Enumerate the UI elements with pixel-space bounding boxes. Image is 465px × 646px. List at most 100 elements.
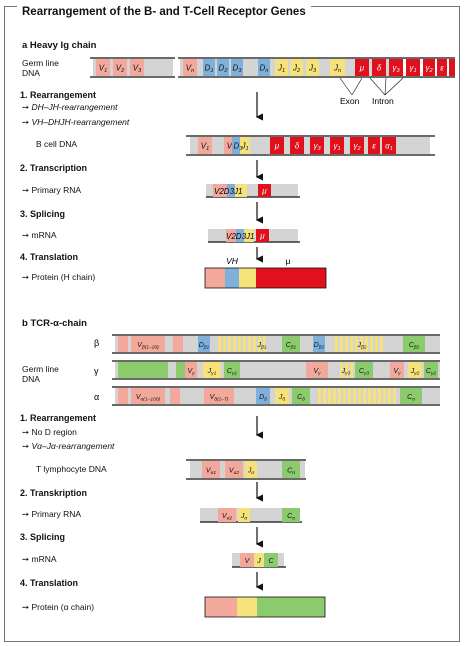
tcell-dna-label: T lymphocyte DNA [36,464,107,474]
mrna-b-c-label: C [268,558,274,565]
tcell-va1-label: Vα1 [206,468,216,477]
mrna-b-j [254,553,264,567]
alpha-v-label: Vα(1–100) [136,394,161,403]
gamma-c1 [224,362,240,378]
mrna-mu-label: μ [259,232,265,241]
protein-a-v [205,597,237,617]
mrna-mu [256,229,269,242]
beta-c2 [403,336,425,352]
intron-pointer-3 [384,77,404,96]
seg-vn [183,59,197,76]
dj-rearrangement: ➙ DH–JH-rearrangement [22,102,118,112]
gamma-v-green2 [176,362,186,378]
rna-d3 [227,184,235,197]
beta-d2-label: Dβ2 [314,342,325,351]
gamma-j3-0 [340,362,343,378]
seg-j3-label: J3 [308,64,317,75]
seg-v2 [113,59,127,76]
seg-v1 [96,59,110,76]
mrna-j1 [244,229,254,242]
step-translation: 4. Translation [20,252,79,262]
beta-j2-10 [345,336,348,352]
panel-b-heading: b TCR-α-chain [22,318,87,329]
alpha-ja-60 [378,388,381,404]
alpha-label: α [94,392,99,402]
step-splicing: 3. Splicing [20,209,66,219]
beta-j2-40 [375,336,378,352]
seg-d1 [203,59,215,76]
alpha-v-b [170,388,180,404]
protein-h-v [205,268,225,288]
bcell-v1-label: V1 [201,142,209,153]
seg-v1-label: V1 [99,64,107,75]
rna-v2 [213,184,227,197]
mrna-b-v [240,553,254,567]
seg-delta-label: δ [377,64,382,73]
bcell-g3-label: γ3 [313,142,321,153]
germline-label-2: DNA [22,68,40,78]
alpha-ja-70 [388,388,391,404]
gamma-v1-label: Vγ [187,368,195,377]
step-translation-b: 4. Translation [20,578,79,588]
rna-b-ca-label: Cα [287,513,295,522]
protein-h-d [225,268,239,288]
bcell-a1-label: α1 [385,142,393,153]
bcell-mu-label: μ [274,142,280,151]
step-rearrangement-b: 1. Rearrangement [20,413,97,423]
seg-g3 [389,59,403,76]
mrna-label: ➙ mRNA [22,230,57,240]
seg-j3 [306,59,319,76]
exon-pointer-2 [351,77,363,96]
tcell-ja [245,461,257,478]
protein-a-j [237,597,257,617]
beta-d2 [313,336,325,352]
gamma-j1-label: Jγ1 [207,368,217,377]
alpha-ja-45 [363,388,366,404]
seg-d2-label: D2 [219,64,229,75]
beta-j2-35 [370,336,373,352]
seg-g3-label: γ3 [392,64,400,75]
step-rearrangement: 1. Rearrangement [20,90,97,100]
protein-mu-label: μ [286,256,291,266]
bcell-g1 [330,137,344,154]
beta-j2-label: Jβ2 [356,342,366,351]
gamma-j2 [408,362,422,378]
seg-delta [372,59,386,76]
seg-dn-label: Dn [260,64,269,75]
gamma-v2-label: Vγ [313,368,321,377]
seg-d2 [217,59,229,76]
rna-mu-label: μ [261,187,267,196]
alpha-jd-label: Jδ [278,394,286,403]
germline-label: Germ line [22,58,59,68]
bcell-mu [270,137,284,154]
seg-jn [330,59,345,76]
beta-j2-20 [355,336,358,352]
gamma-v3-label: Vγ [393,368,401,377]
gamma-c2 [424,362,438,378]
tcell-ja-label: Jα [247,468,255,477]
alpha-ja-25 [343,388,346,404]
beta-j2-30 [365,336,368,352]
alpha-dd-label: Dδ [259,394,267,403]
beta-j2-5 [340,336,343,352]
mrna-label-b: ➙ mRNA [22,554,57,564]
seg-v2-label: V2 [116,64,125,75]
alpha-vd-label: Vδ(1–7) [210,394,229,403]
no-d-region: ➙ No D region [22,427,77,437]
beta-v-b [173,336,183,352]
seg-d3-label: D3 [233,64,243,75]
alpha-ja-0 [318,388,321,404]
mrna-vdj-label: V2D3J1 [226,232,254,241]
protein-alpha-label: ➙ Protein (α chain) [22,602,95,612]
gamma-j3-label: Jγ3 [341,368,351,377]
seg-g1 [406,59,420,76]
alpha-cd [292,388,310,404]
va-ja-rearrangement: ➙ Vα–Jα-rearrangement [22,441,115,451]
mrna-v2 [226,229,236,242]
gamma-j2-label: Jγ2 [410,368,420,377]
alpha-ja-5 [323,388,326,404]
alpha-ca-label: Cα [407,394,415,403]
seg-g2-label: γ2 [425,64,433,75]
beta-v-label: Vβ(1–20) [137,342,159,351]
bcell-d3-label: D3 [234,142,244,153]
